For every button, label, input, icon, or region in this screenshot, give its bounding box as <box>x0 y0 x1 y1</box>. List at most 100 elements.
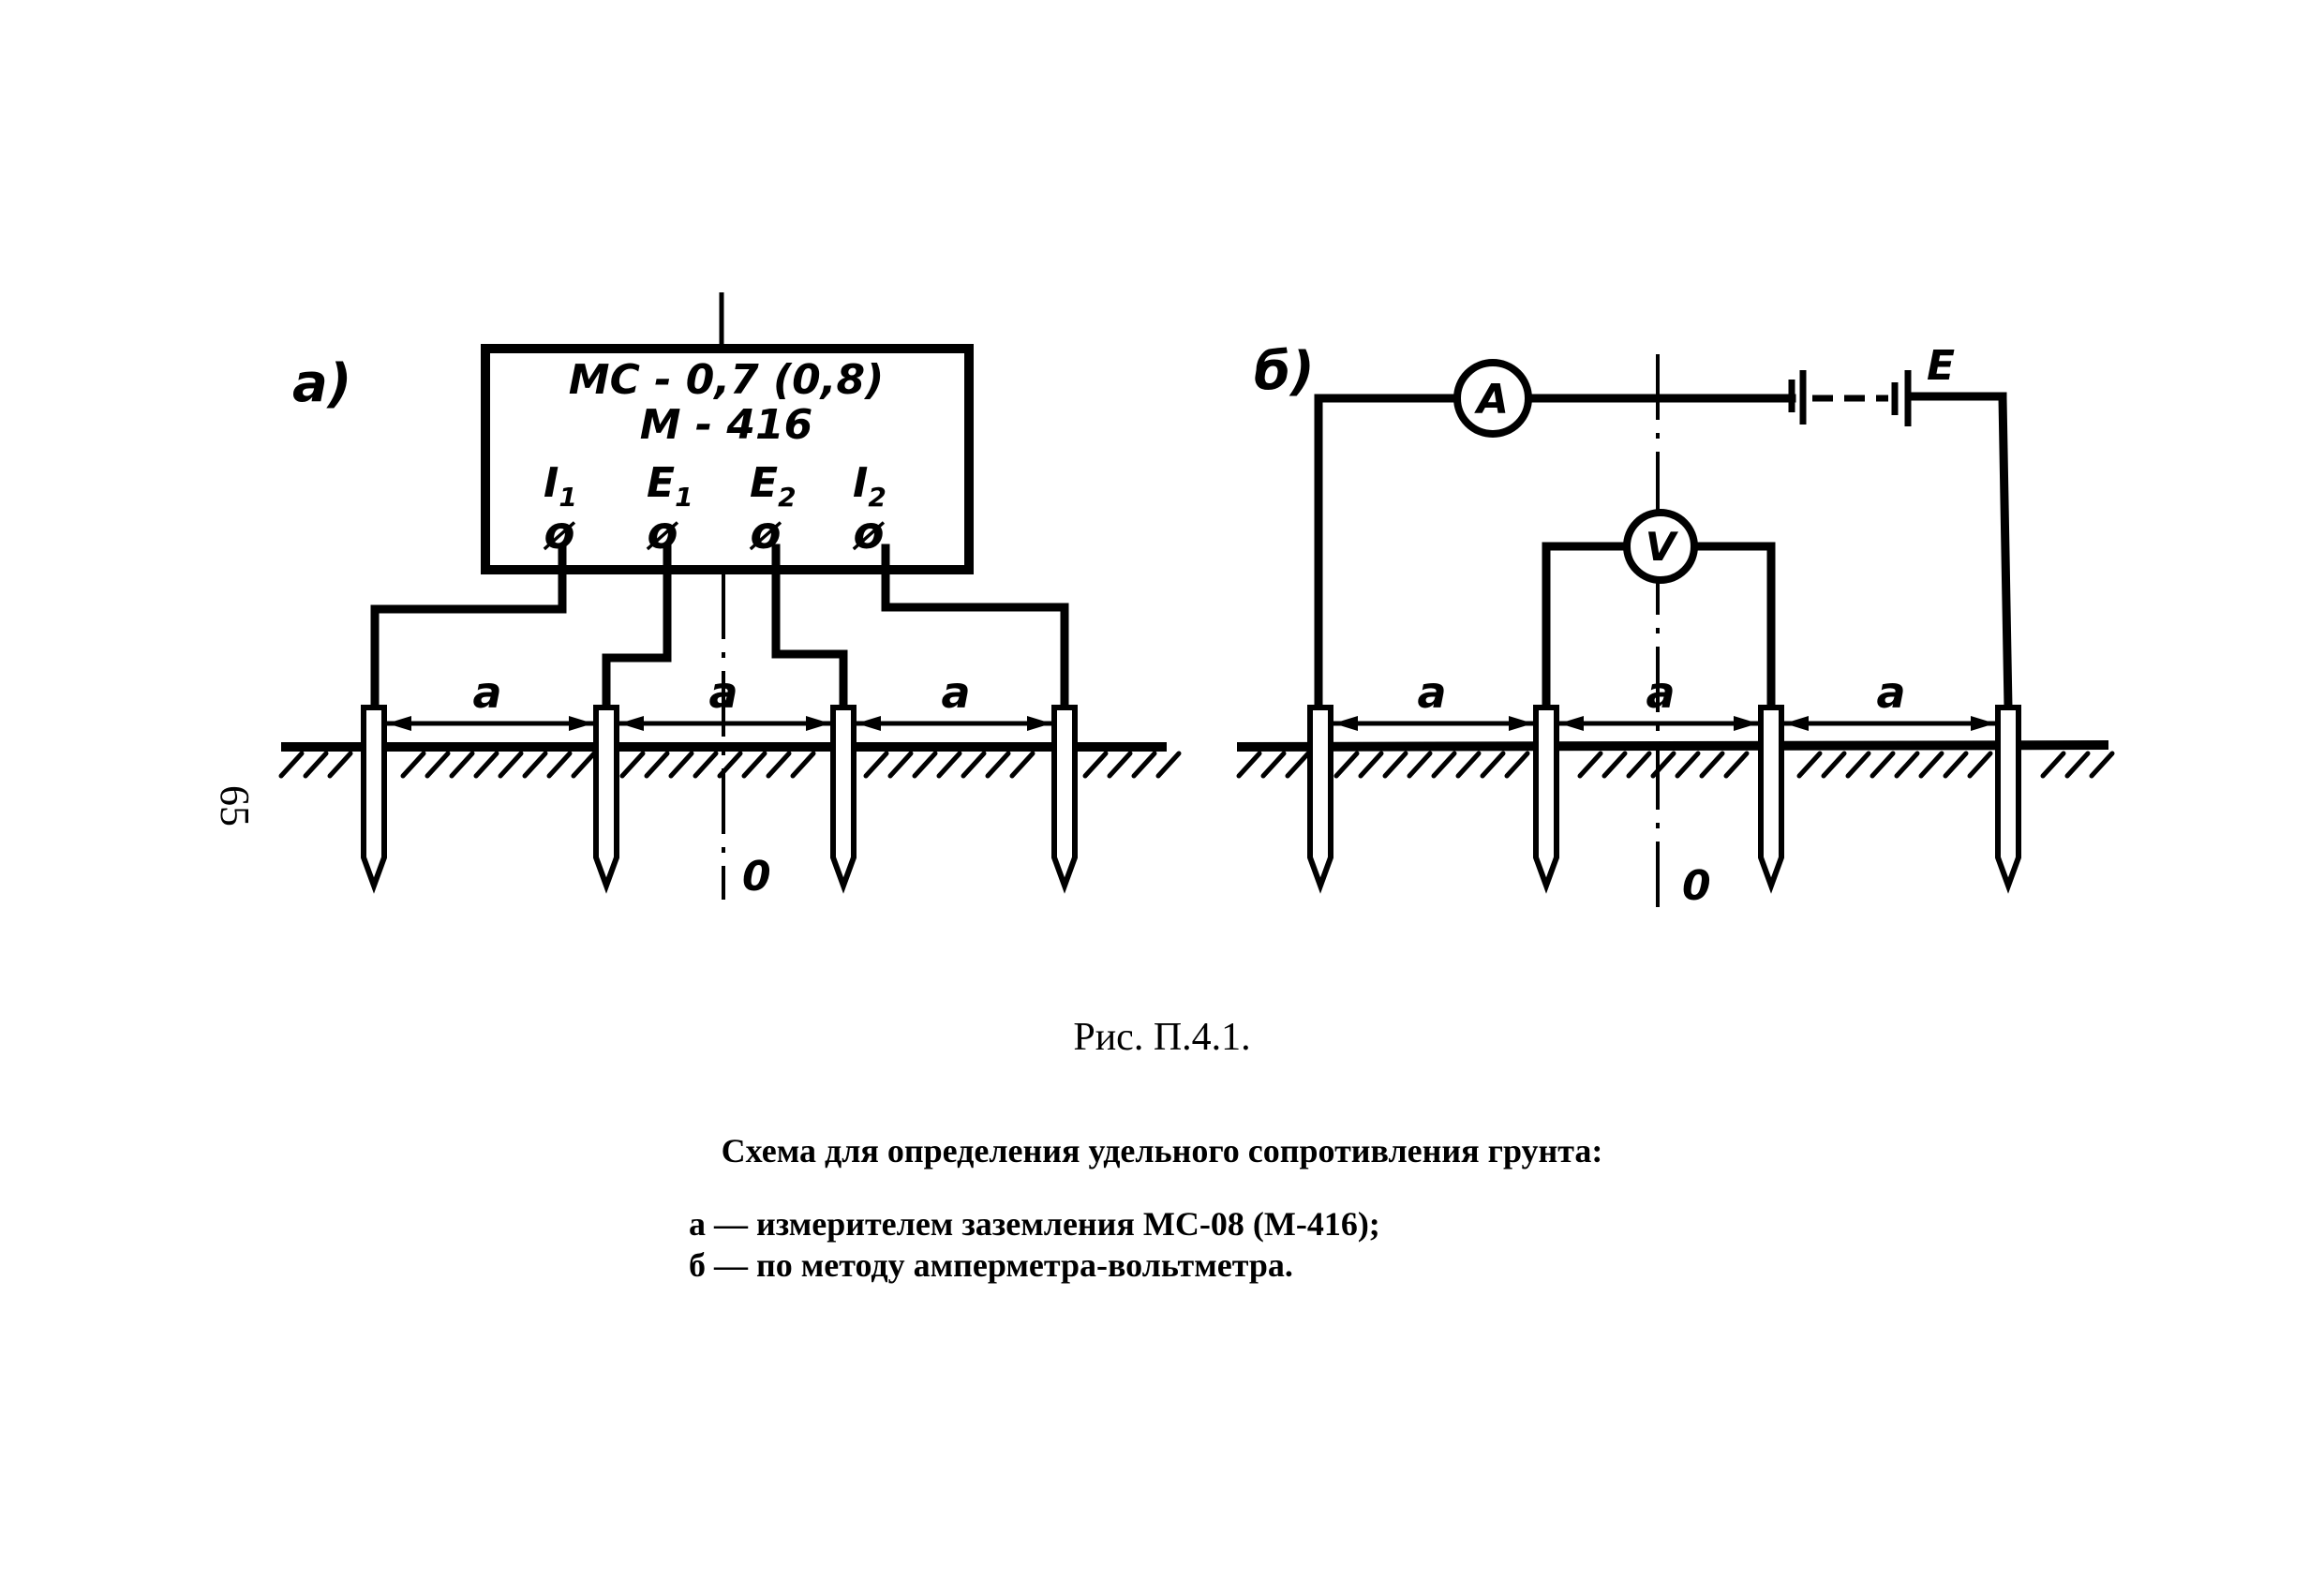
hatch-stroke <box>2089 751 2115 779</box>
diagram-a-label: а) <box>292 353 351 414</box>
terminal-name: I <box>544 459 559 507</box>
hatch-stroke <box>1577 751 1603 779</box>
hatch-stroke <box>1107 751 1133 779</box>
spacing-label: a <box>1876 667 1905 718</box>
hatch-stroke <box>912 751 938 779</box>
arrowhead <box>1509 716 1533 731</box>
hatch-stroke <box>327 751 353 779</box>
hatch-stroke <box>498 751 524 779</box>
hatch-stroke <box>1082 751 1109 779</box>
voltmeter-circle <box>1623 509 1698 584</box>
hatch-stroke <box>1723 751 1750 779</box>
arrowhead <box>619 716 644 731</box>
hatch-stroke <box>1236 751 1262 779</box>
hatch-stroke <box>717 751 743 779</box>
ground-line-b <box>1236 740 2109 752</box>
caption-title: Схема для определения удельного сопротив… <box>722 1132 1603 1169</box>
hatch-stroke <box>425 751 451 779</box>
hatch-stroke <box>644 751 670 779</box>
wire-source-return <box>1904 392 2013 712</box>
dimension-arrows-b <box>1333 716 1995 731</box>
terminal-symbol: ø <box>853 507 886 559</box>
wire-e1 <box>602 544 672 712</box>
wire-voltmeter-left <box>1542 542 1631 712</box>
hatch-stroke <box>1601 751 1628 779</box>
spacing-label: a <box>1417 667 1446 718</box>
hatch-stroke <box>1260 751 1287 779</box>
hatch-stroke <box>571 751 597 779</box>
hatch-stroke <box>1155 751 1182 779</box>
diagram-a: а) 0 МС - 0,7 (0,8) М - 416 I1 ø E1 ø E2… <box>278 292 1182 901</box>
ground-electrode <box>1307 705 1333 894</box>
arrowhead <box>1559 716 1584 731</box>
ground-hatching-b <box>1236 751 2115 779</box>
hatch-stroke <box>1333 751 1360 779</box>
hatch-stroke <box>1967 751 1993 779</box>
figure-label: Рис. П.4.1. <box>1073 1016 1250 1059</box>
hatch-stroke <box>473 751 499 779</box>
ground-electrode <box>1051 705 1078 894</box>
hatch-stroke <box>693 751 719 779</box>
svg-text:E2: E2 <box>750 459 797 513</box>
spacing-label: a <box>1646 667 1675 718</box>
hatch-stroke <box>961 751 987 779</box>
hatch-stroke <box>1431 751 1457 779</box>
hatch-stroke <box>1650 751 1676 779</box>
terminal-sub: 1 <box>675 482 693 513</box>
ground-hatching-a <box>278 751 1182 779</box>
caption-item-a: а — измерителем заземления МС-08 (М-416)… <box>689 1205 1380 1243</box>
ground-electrode <box>830 705 857 894</box>
hatch-stroke <box>863 751 889 779</box>
diagram-b-axis-label: 0 <box>1682 862 1711 910</box>
hatch-stroke <box>1358 751 1384 779</box>
diagram-b-label: б) <box>1254 341 1315 402</box>
hatch-stroke <box>1796 751 1823 779</box>
arrowhead <box>857 716 881 731</box>
terminal-name: I <box>853 459 868 507</box>
arrowhead <box>1971 716 1995 731</box>
instrument-model-line1: МС - 0,7 (0,8) <box>569 356 884 404</box>
spacing-label: a <box>708 667 737 718</box>
voltmeter: V <box>1623 509 1698 584</box>
hatch-stroke <box>1131 751 1157 779</box>
spacing-label: a <box>941 667 970 718</box>
hatch-stroke <box>1894 751 1920 779</box>
hatch-stroke <box>546 751 573 779</box>
terminal-name: E <box>647 459 675 507</box>
voltmeter-label: V <box>1646 524 1679 570</box>
wire-i2 <box>881 544 1069 712</box>
hatch-stroke <box>278 751 305 779</box>
page-number: 65 <box>212 785 258 827</box>
svg-text:I2: I2 <box>853 459 886 513</box>
terminal-sub: 1 <box>559 482 576 513</box>
ammeter-label: A <box>1474 376 1509 424</box>
svg-text:E1: E1 <box>647 459 693 513</box>
ground-electrode <box>593 705 619 894</box>
wire-current-loop <box>1314 394 1462 712</box>
hatch-stroke <box>1009 751 1035 779</box>
terminal-name: E <box>750 459 778 507</box>
ammeter-circle <box>1453 359 1532 438</box>
hatch-stroke <box>619 751 646 779</box>
wire-voltmeter-right <box>1690 542 1776 712</box>
hatch-stroke <box>887 751 914 779</box>
instrument-model-line2: М - 416 <box>640 401 813 449</box>
arrowhead <box>1333 716 1358 731</box>
instrument-box <box>481 344 974 574</box>
battery-source: E <box>1788 342 1955 426</box>
hatch-stroke <box>1382 751 1408 779</box>
arrowhead <box>569 716 593 731</box>
hatch-stroke <box>1943 751 1969 779</box>
hatch-stroke <box>522 751 548 779</box>
diagram-a-axis-label: 0 <box>742 853 771 901</box>
terminal-i2: I2 ø <box>853 459 886 559</box>
hatch-stroke <box>985 751 1011 779</box>
arrowhead <box>806 716 830 731</box>
hatch-stroke <box>1821 751 1847 779</box>
hatch-stroke <box>2040 751 2066 779</box>
hatch-stroke <box>790 751 816 779</box>
diagram-b: б) 0 A E V a <box>1236 341 2115 914</box>
ground-electrode <box>1995 705 2021 894</box>
wire-i1 <box>370 544 567 712</box>
